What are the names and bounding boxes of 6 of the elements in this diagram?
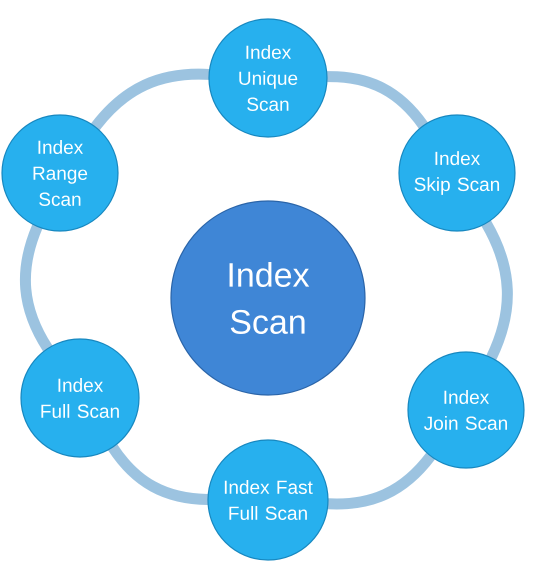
ring-segment [481, 220, 513, 360]
ring-segment [91, 68, 210, 130]
ring-segment [327, 71, 428, 129]
ring-segment [328, 452, 435, 510]
ring-segment [20, 224, 52, 352]
ring-segment [108, 444, 208, 505]
